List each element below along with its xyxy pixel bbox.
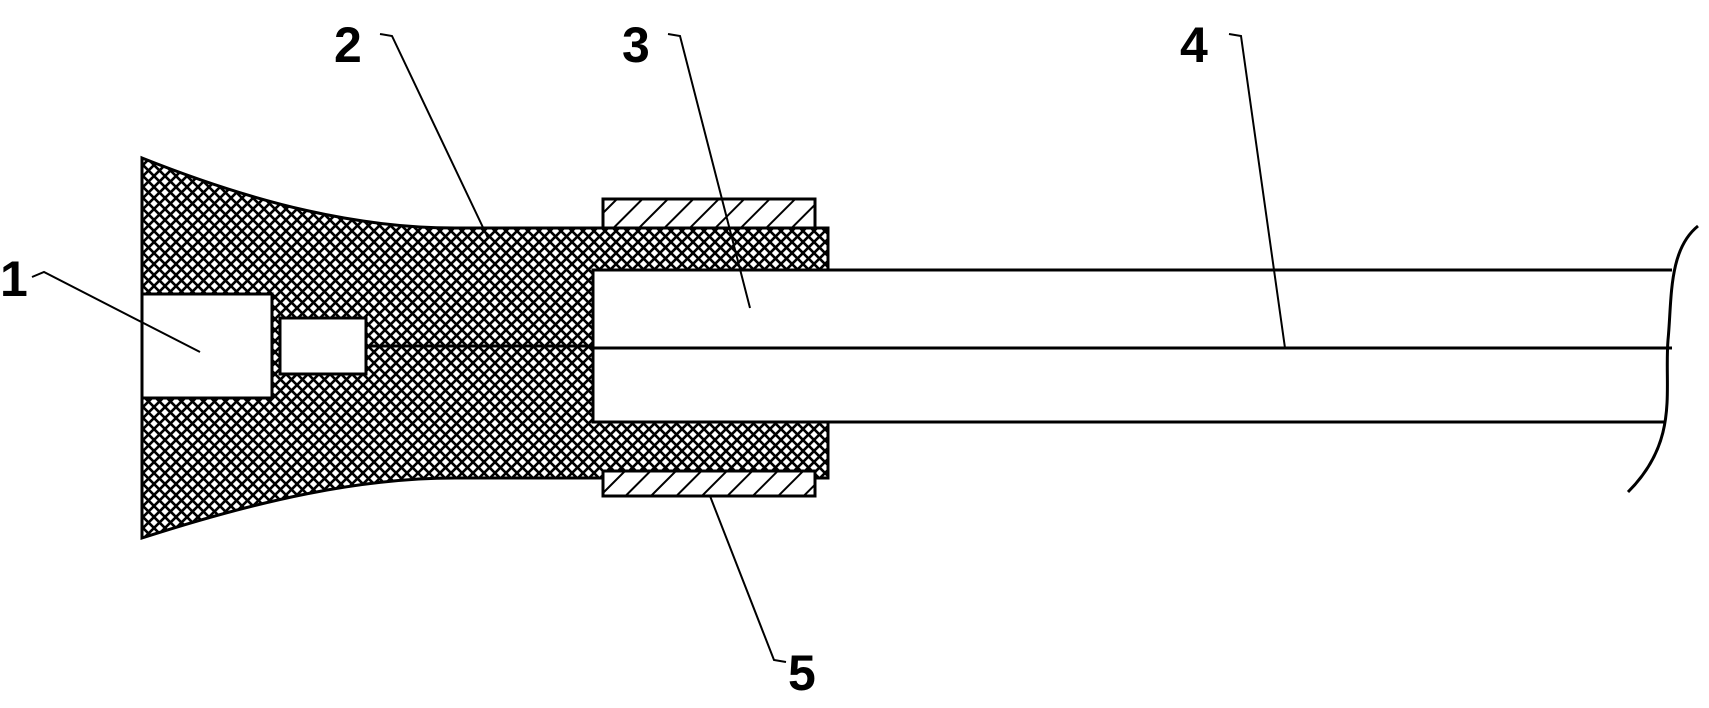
- callout-3: 3: [622, 17, 650, 73]
- leader-4: [1228, 33, 1286, 349]
- leader-1: [31, 270, 201, 353]
- sleeve-top: [601, 197, 817, 230]
- small-chamber: [278, 316, 368, 376]
- callout-5: 5: [788, 645, 816, 701]
- callout-1: 1: [0, 251, 28, 307]
- leader-3: [667, 33, 751, 309]
- break-line: [1626, 224, 1699, 494]
- leader-5: [709, 495, 787, 663]
- leader-2: [379, 33, 489, 239]
- tube: [593, 270, 1673, 422]
- callout-4: 4: [1180, 17, 1208, 73]
- chamber-cavity: [140, 292, 274, 400]
- sleeve-bottom: [601, 469, 817, 498]
- callout-2: 2: [334, 17, 362, 73]
